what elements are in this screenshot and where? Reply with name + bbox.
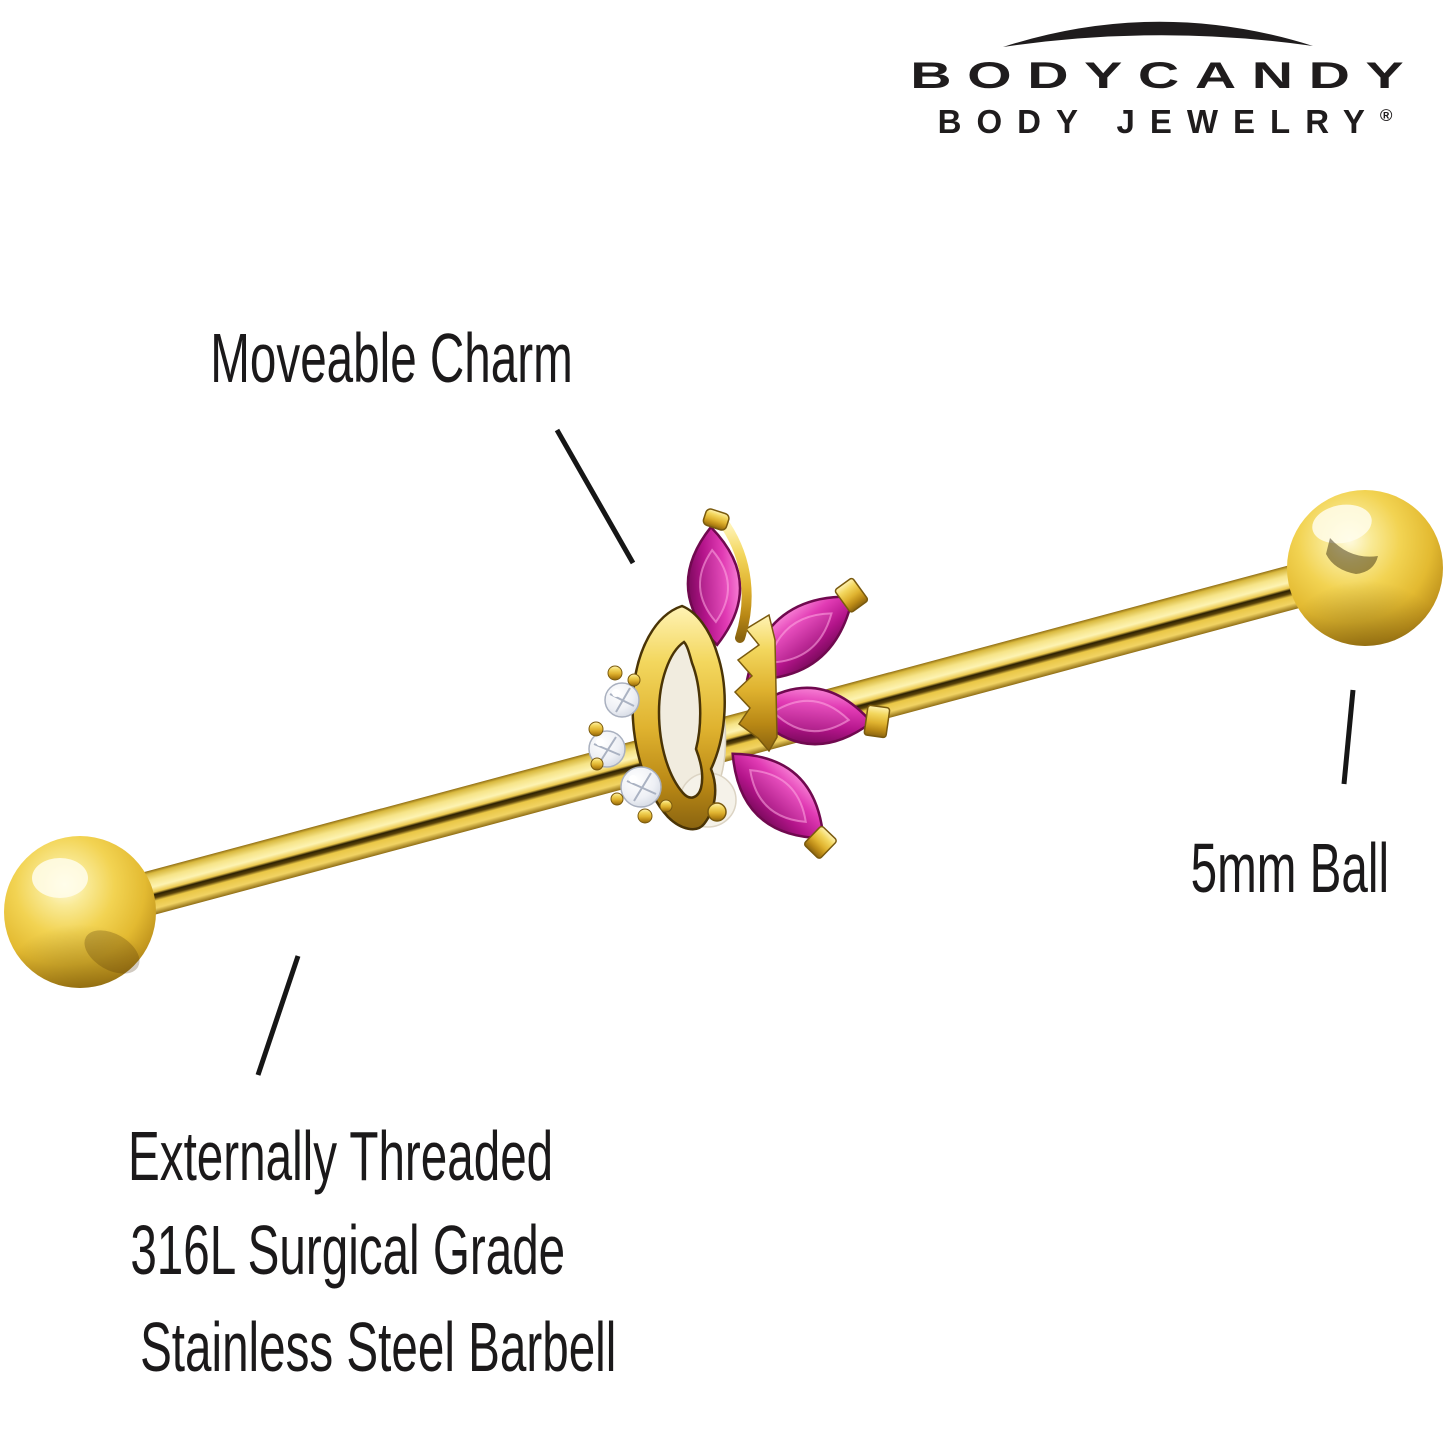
right-ball	[1287, 490, 1443, 646]
callout-line-charm	[554, 428, 636, 565]
charm-gold-beads	[588, 665, 673, 824]
charm-swirl-bead	[707, 802, 727, 822]
charm-prong-strip	[733, 613, 778, 753]
barbell-label-line2: 316L Surgical Grade	[130, 1211, 566, 1289]
logo-brand-label: BODYCANDY	[910, 55, 1420, 97]
charm-top-claw	[702, 508, 730, 531]
logo-tagline-text: BODY JEWELRY®	[915, 99, 1415, 138]
moveable-charm-label: Moveable Charm	[209, 319, 573, 397]
charm-petal-right	[748, 686, 874, 746]
charm-petal-top	[686, 525, 742, 647]
logo-swoosh-icon	[1003, 21, 1313, 47]
barbell-label-line1: Externally Threaded	[128, 1117, 554, 1195]
ball-size-label: 5mm Ball	[1190, 829, 1390, 907]
registered-mark: ®	[1379, 106, 1393, 125]
barbell-label-line3: Stainless Steel Barbell	[140, 1308, 617, 1386]
charm-tip-claws	[803, 577, 891, 859]
callout-line-barbell	[255, 955, 301, 1076]
charm-top-hook	[721, 521, 752, 643]
callout-lines	[255, 428, 1356, 1076]
left-ball	[4, 836, 156, 988]
callout-line-ball	[1341, 689, 1356, 785]
logo-brand-text: BODYCANDY	[910, 54, 1415, 98]
logo-tagline-label: BODY JEWELRY	[937, 103, 1380, 140]
charm	[588, 508, 891, 859]
